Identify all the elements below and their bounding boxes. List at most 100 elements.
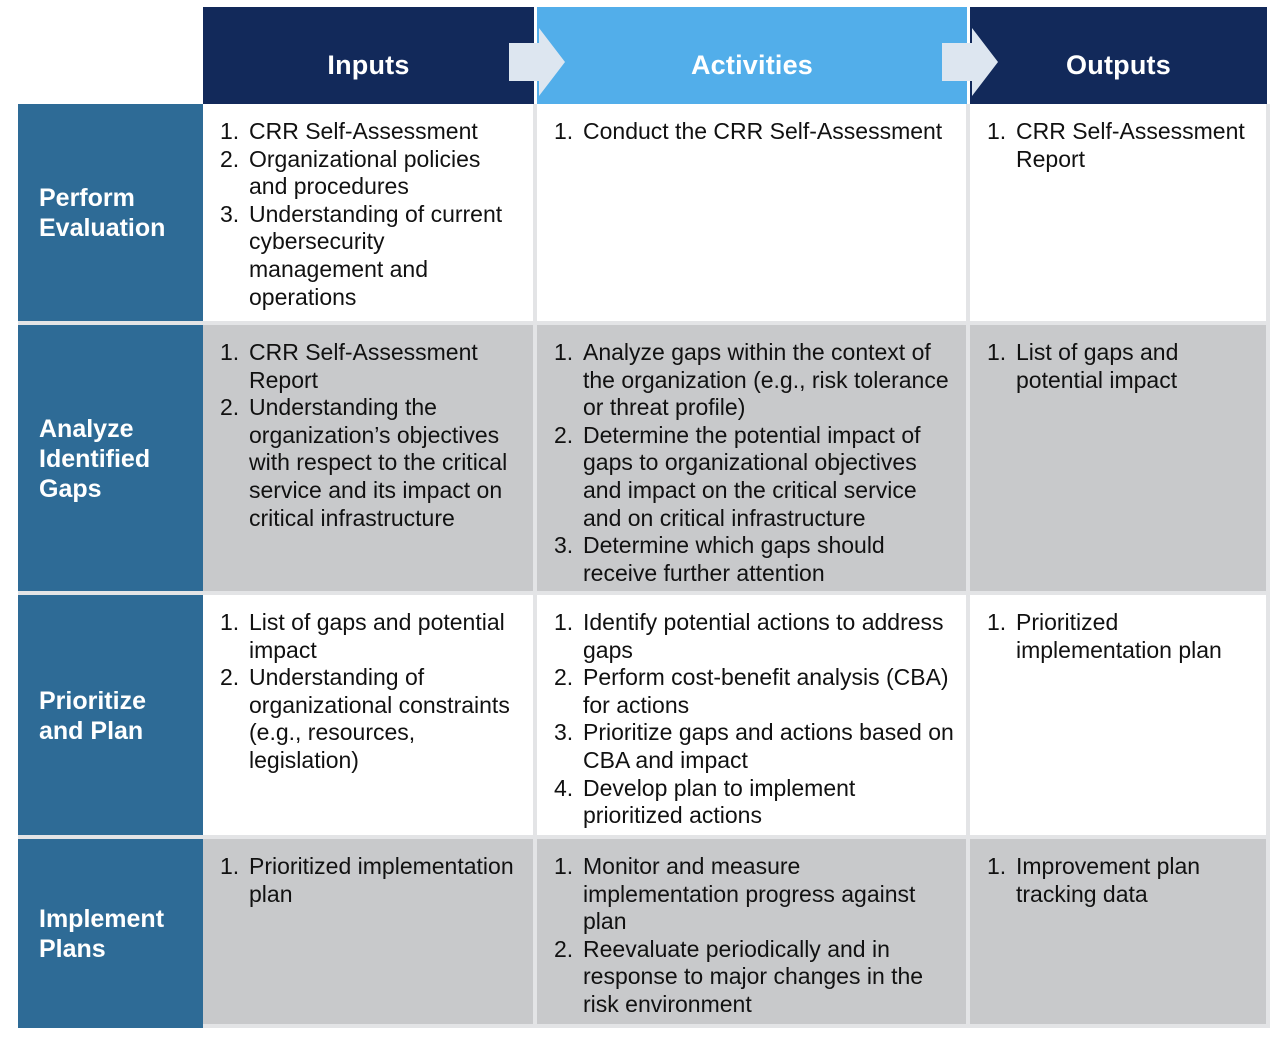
list-item-number: 1. <box>220 853 240 879</box>
flow-arrow-icon <box>509 28 565 96</box>
list-item: 3. Prioritize gaps and actions based on C… <box>537 719 957 774</box>
list-item: 1. CRR Self-Assessment Report <box>970 118 1257 173</box>
list-item: 1. Prioritized implementation plan <box>203 853 524 908</box>
list-item-number: 1. <box>987 853 1007 879</box>
column-header-label: Outputs <box>1066 50 1171 80</box>
list-item-number: 3. <box>554 532 574 559</box>
list-item-text: Understanding the organization’s objecti… <box>249 394 508 531</box>
row-label-3: Prioritize and Plan <box>18 595 203 836</box>
activities-list: 1.Analyze gaps within the context of the… <box>537 325 967 587</box>
row-label-text: Perform Evaluation <box>39 184 166 242</box>
list-item-text: Prioritized implementation plan <box>249 853 514 907</box>
activities-list: 1. Monitor and measure implementation pro… <box>537 839 967 1019</box>
cell-outputs-row-2: 1. List of gaps and potential impact <box>970 325 1267 592</box>
cell-inputs-row-3: 1. List of gaps and potential impact 2. Und… <box>203 595 534 836</box>
row-label-4: Implement Plans <box>18 839 203 1028</box>
row-label-2: Analyze Identified Gaps <box>18 325 203 592</box>
list-item: 1. List of gaps and potential impact <box>203 609 524 664</box>
list-item-text: CRR Self-Assessment Report <box>1016 118 1245 172</box>
divider <box>966 104 970 1028</box>
inputs-list: 1. CRR Self-Assessment Report 2. Understand… <box>203 325 534 532</box>
divider <box>18 591 203 595</box>
divider <box>18 321 203 325</box>
list-item-text: Organizational policies and procedures <box>249 145 481 200</box>
list-item-number: 2. <box>554 935 574 962</box>
list-item-number: 3. <box>554 719 574 746</box>
list-item-number: 1. <box>554 609 574 635</box>
cell-outputs-row-1: 1. CRR Self-Assessment Report <box>970 104 1267 322</box>
list-item-number: 2. <box>220 394 240 421</box>
cell-inputs-row-4: 1. Prioritized implementation plan <box>203 839 534 1028</box>
list-item-number: 1. <box>554 853 574 879</box>
list-item-text: List of gaps and potential impact <box>249 609 505 663</box>
list-item: 2. Understanding of organizational constr… <box>203 664 524 774</box>
divider <box>1266 104 1270 1028</box>
outputs-list: 1. CRR Self-Assessment Report <box>970 104 1267 173</box>
activities-list: 1. Identify potential actions to address … <box>537 595 967 830</box>
list-item-number: 1. <box>554 339 574 365</box>
list-item: 4. Develop plan to implement prioritized … <box>537 775 957 830</box>
list-item: 1.Analyze gaps within the context of the… <box>537 339 957 422</box>
list-item-text: CRR Self-Assessment <box>249 118 478 144</box>
activities-list: 1. Conduct the CRR Self-Assessment <box>537 104 967 146</box>
list-item-text: Conduct the CRR Self-Assessment <box>583 118 943 144</box>
list-item: 1. Conduct the CRR Self-Assessment <box>537 118 957 146</box>
column-header-inputs: Inputs <box>203 7 534 104</box>
cell-outputs-row-4: 1.Improvement plan tracking data <box>970 839 1267 1028</box>
list-item-text: Monitor and measure implementation progr… <box>583 853 916 935</box>
list-item-text: Identify potential actions to address ga… <box>583 609 944 663</box>
list-item: 2. Organizational policies and procedures <box>203 146 524 201</box>
list-item-text: Prioritize gaps and actions based on CBA… <box>583 719 954 773</box>
row-label-text: Implement Plans <box>39 904 165 963</box>
cell-activities-row-4: 1. Monitor and measure implementation pro… <box>537 839 967 1028</box>
list-item-number: 1. <box>987 118 1007 144</box>
inputs-list: 1. CRR Self-Assessment 2. Organizational po… <box>203 104 534 311</box>
cell-activities-row-3: 1. Identify potential actions to address … <box>537 595 967 836</box>
cell-activities-row-2: 1.Analyze gaps within the context of the… <box>537 325 967 592</box>
outputs-list: 1. List of gaps and potential impact <box>970 325 1267 394</box>
divider <box>203 1024 1270 1028</box>
cell-inputs-row-1: 1. CRR Self-Assessment 2. Organizational po… <box>203 104 534 322</box>
list-item-number: 2. <box>220 145 240 172</box>
outputs-list: 1.Prioritized implementation plan <box>970 595 1267 664</box>
list-item: 2.Determine the potential impact of gaps… <box>537 422 957 532</box>
list-item-number: 2. <box>220 664 240 691</box>
list-item-text: Determine the potential impact of gaps t… <box>583 421 921 531</box>
list-item-number: 2. <box>554 664 574 691</box>
list-item-number: 1. <box>987 339 1007 365</box>
list-item-number: 1. <box>554 118 574 144</box>
list-item-number: 1. <box>987 609 1007 635</box>
list-item: 2. Perform cost-benefit analysis (CBA) fo… <box>537 664 957 719</box>
list-item: 2. Understanding the organization’s objec… <box>203 394 524 532</box>
row-label-text: Prioritize and Plan <box>39 686 146 745</box>
outputs-list: 1.Improvement plan tracking data <box>970 839 1267 908</box>
list-item-number: 1. <box>220 609 240 635</box>
column-header-activities: Activities <box>537 7 967 104</box>
list-item-text: Understanding of organizational constrai… <box>249 664 510 773</box>
list-item-number: 4. <box>554 774 574 801</box>
divider <box>203 591 1270 595</box>
list-item-text: Perform cost-benefit analysis (CBA) for … <box>583 664 949 718</box>
list-item-number: 1. <box>220 118 240 144</box>
column-header-label: Inputs <box>327 50 410 80</box>
cell-inputs-row-2: 1. CRR Self-Assessment Report 2. Understand… <box>203 325 534 592</box>
list-item: 1.Prioritized implementation plan <box>970 609 1257 664</box>
list-item-number: 3. <box>220 200 240 227</box>
list-item-text: CRR Self-Assessment Report <box>249 339 478 393</box>
list-item-number: 1. <box>220 339 240 365</box>
list-item-text: Understanding of current cybersecurity m… <box>249 200 503 310</box>
row-label-text: Analyze Identified Gaps <box>39 414 151 503</box>
row-label-1: Perform Evaluation <box>18 104 203 322</box>
list-item: 1. List of gaps and potential impact <box>970 339 1257 394</box>
divider <box>203 835 1270 839</box>
list-item: 1.Improvement plan tracking data <box>970 853 1257 908</box>
flow-arrow-icon <box>942 28 998 96</box>
list-item: 3. Understanding of current cybersecurity… <box>203 201 524 311</box>
inputs-list: 1. Prioritized implementation plan <box>203 839 534 908</box>
list-item-text: List of gaps and potential impact <box>1016 339 1179 393</box>
list-item: 3.Determine which gaps should receive fu… <box>537 532 957 587</box>
list-item: 1. CRR Self-Assessment Report <box>203 339 524 394</box>
list-item: 1. Monitor and measure implementation pro… <box>537 853 957 936</box>
list-item-text: Reevaluate periodically and in response … <box>583 935 924 1017</box>
list-item-text: Develop plan to implement prioritized ac… <box>583 774 856 829</box>
